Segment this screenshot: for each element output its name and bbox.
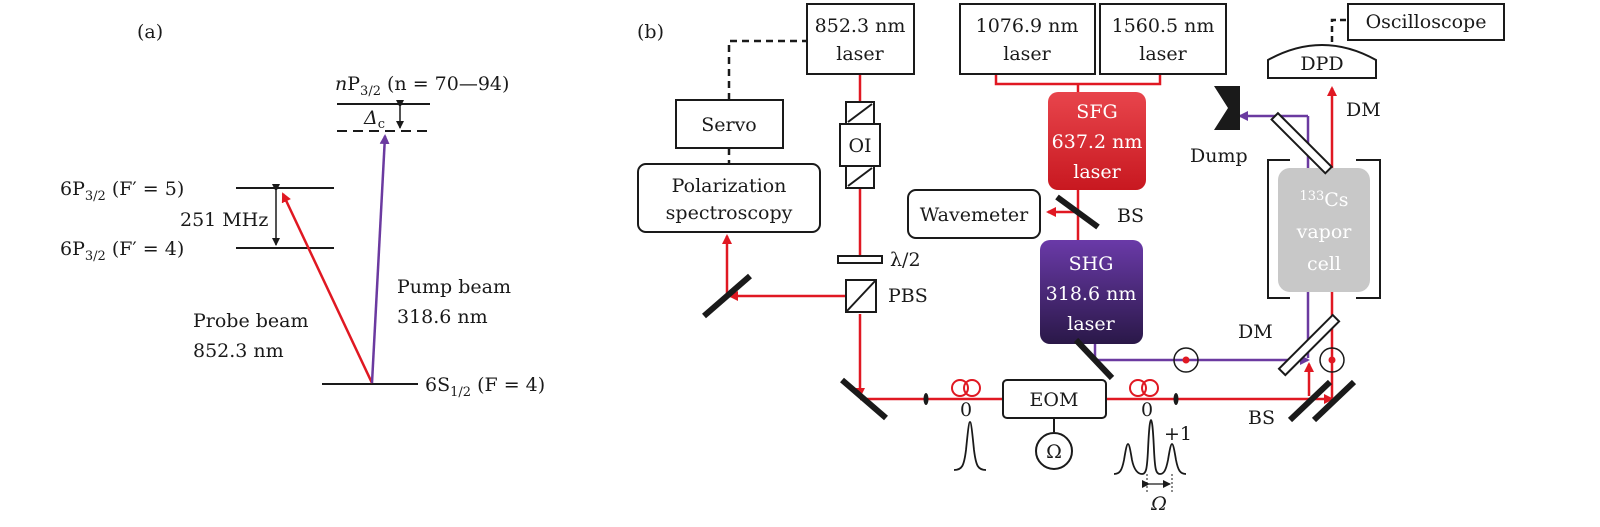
mirror-pump (1073, 337, 1115, 381)
svg-text:laser: laser (1073, 161, 1121, 183)
probe-beam-label: Probe beam (193, 310, 309, 332)
polarization-dot-probe (1328, 356, 1336, 364)
svg-text:852.3 nm: 852.3 nm (815, 15, 906, 37)
svg-text:Servo: Servo (701, 114, 757, 136)
ground-level-label: 6S1/2 (F = 4) (425, 374, 545, 400)
dichroic-mirror-top: DM (1270, 99, 1381, 175)
svg-text:laser: laser (1003, 43, 1051, 65)
svg-text:λ/2: λ/2 (890, 249, 921, 271)
sfg-laser-box: SFG 637.2 nm laser (1048, 92, 1146, 190)
spectrum-carrier: 0 (953, 399, 987, 471)
pump-wavelength-label: 318.6 nm (397, 306, 488, 328)
servo-feedback-line (727, 39, 807, 100)
modulation-source: Ω (1035, 418, 1073, 470)
svg-text:spectroscopy: spectroscopy (666, 202, 793, 224)
svg-text:Wavemeter: Wavemeter (920, 204, 1029, 226)
detuning-label: Δc (363, 107, 385, 132)
svg-text:DPD: DPD (1300, 53, 1343, 75)
cell-species-label: 133Cs (1299, 189, 1348, 211)
polarization-marker-probe (1319, 347, 1345, 373)
mirror-left (702, 273, 752, 319)
polarization-dot-pump (1182, 356, 1190, 364)
dichroic-mirror-bottom: DM (1238, 313, 1341, 377)
svg-text:SHG: SHG (1069, 253, 1114, 275)
svg-text:laser: laser (1067, 313, 1115, 335)
mirror-bottom-left (840, 377, 888, 421)
eom-box: EOM (1002, 379, 1107, 419)
optical-isolator: OI (839, 101, 881, 189)
svg-text:PBS: PBS (888, 285, 928, 307)
fiber-coupler-left (923, 379, 981, 405)
dump-block: Dump (1190, 86, 1248, 167)
svg-text:EOM: EOM (1030, 389, 1079, 411)
svg-text:Ω: Ω (1046, 441, 1062, 463)
sideband-zero-label: 0 (1141, 399, 1153, 421)
panel-b-tag: (b) (637, 21, 664, 43)
fiber-coupler-right (1129, 379, 1179, 405)
ir-beams-combine (994, 74, 1162, 86)
svg-text:laser: laser (836, 43, 884, 65)
wavemeter-box: Wavemeter (907, 189, 1041, 239)
laser-852-box: 852.3 nm laser (806, 3, 915, 75)
svg-text:OI: OI (848, 135, 871, 157)
servo-box: Servo (675, 99, 784, 149)
carrier-order-label: 0 (960, 399, 972, 421)
panel-a-tag: (a) (137, 21, 163, 43)
probe-wavelength-label: 852.3 nm (193, 340, 284, 362)
svg-text:DM: DM (1346, 99, 1381, 121)
beam-splitter-mid (1055, 194, 1100, 230)
svg-text:DM: DM (1238, 321, 1273, 343)
shg-laser-box: SHG 318.6 nm laser (1040, 240, 1143, 344)
svg-text:318.6 nm: 318.6 nm (1046, 283, 1137, 305)
svg-text:vapor: vapor (1296, 221, 1353, 243)
dpd-detector: DPD (1267, 44, 1377, 79)
beam-splitter-bottom-b (1311, 379, 1357, 423)
bs-mid-label: BS (1117, 205, 1144, 227)
laser-1560-box: 1560.5 nm laser (1099, 3, 1227, 75)
level-6p-f4-label: 6P3/2 (F′ = 4) (60, 238, 184, 264)
beam-splitter-bottom-a (1287, 379, 1333, 423)
svg-text:laser: laser (1139, 43, 1187, 65)
polarization-spectroscopy-box: Polarization spectroscopy (637, 163, 821, 233)
rydberg-level-label: nP3/2 (n = 70—94) (335, 73, 509, 99)
oscilloscope-box: Oscilloscope (1347, 3, 1505, 41)
svg-text:Dump: Dump (1190, 145, 1248, 167)
spectrum-sidebands: 0 +1 Ω (1113, 399, 1192, 515)
sideband-plus-one-label: +1 (1164, 423, 1192, 445)
pbs-cube: PBS (845, 279, 928, 313)
probe-transition-arrow (281, 192, 374, 384)
level-6p-f5-label: 6P3/2 (F′ = 5) (60, 178, 184, 204)
panel-a-energy-levels: (a) nP3/2 (n = 70—94) Δc 6P3/2 (F′ = 5) … (60, 21, 545, 400)
svg-text:Oscilloscope: Oscilloscope (1366, 11, 1487, 33)
pump-transition-arrow (370, 134, 390, 384)
dpd-to-oscilloscope-line (1330, 18, 1348, 42)
bs-bottom-label: BS (1248, 407, 1275, 429)
svg-text:cell: cell (1307, 253, 1341, 275)
laser-1076-box: 1076.9 nm laser (959, 3, 1096, 75)
svg-text:1560.5 nm: 1560.5 nm (1112, 15, 1215, 37)
svg-text:1076.9 nm: 1076.9 nm (976, 15, 1079, 37)
polarization-marker-pump (1173, 347, 1199, 373)
svg-text:SFG: SFG (1076, 101, 1117, 123)
svg-text:Polarization: Polarization (672, 175, 787, 197)
vapor-cell: 133Cs vapor cell (1267, 159, 1381, 299)
pump-beam-label: Pump beam (397, 276, 511, 298)
sideband-spacing-label: Ω (1150, 493, 1167, 515)
half-wave-plate: λ/2 (837, 249, 921, 271)
hyperfine-splitting-label: 251 MHz (180, 209, 268, 231)
panel-b-setup: (b) 852.3 nm laser (637, 3, 1505, 515)
svg-text:637.2 nm: 637.2 nm (1052, 131, 1143, 153)
